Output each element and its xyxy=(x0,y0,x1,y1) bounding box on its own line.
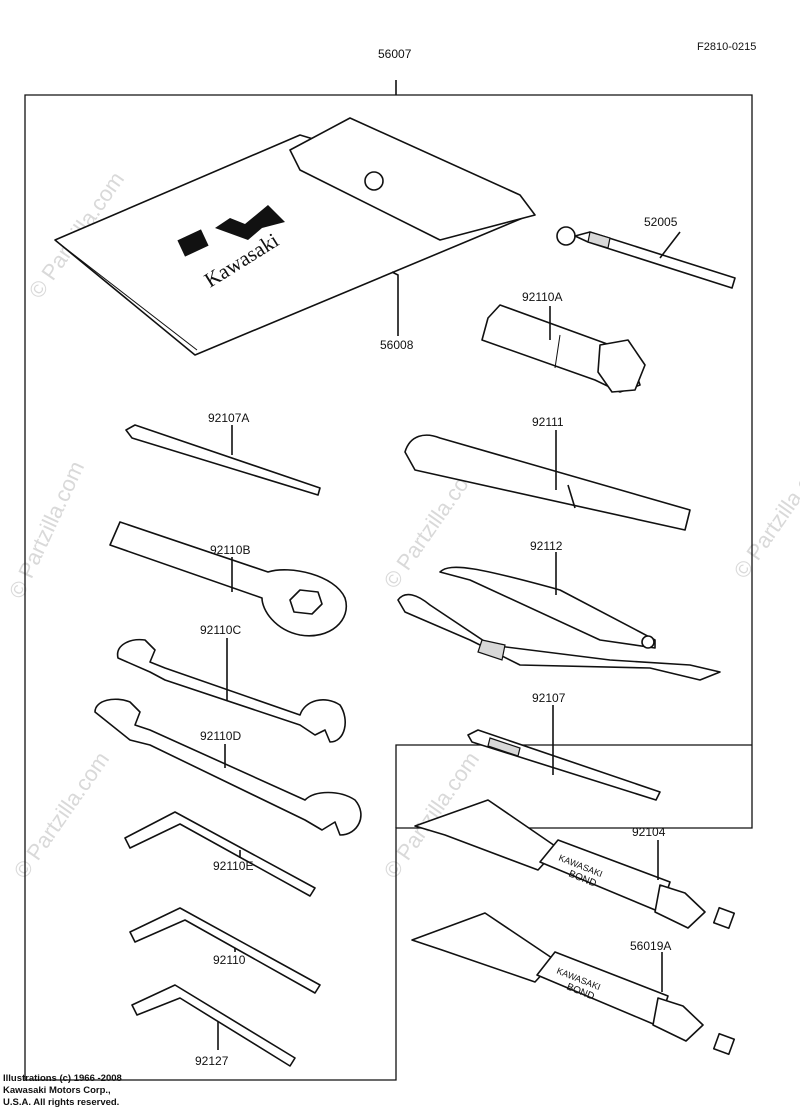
hex-key-small xyxy=(131,984,296,1067)
copyright-line-3: U.S.A. All rights reserved. xyxy=(3,1097,120,1108)
part-label-92110e: 92110E xyxy=(213,859,253,873)
part-label-92104: 92104 xyxy=(632,825,666,839)
watermark-right: © Partzilla.com xyxy=(729,447,800,583)
part-label-56008: 56008 xyxy=(380,338,414,352)
part-label-92127: 92127 xyxy=(195,1054,229,1068)
part-label-92107a: 92107A xyxy=(208,411,249,425)
part-labels: 56007 56008 52005 92110A 92107A 92111 92… xyxy=(195,47,678,1068)
part-label-92110a: 92110A xyxy=(522,290,562,304)
part-label-52005: 52005 xyxy=(644,215,678,229)
part-label-56019a: 56019A xyxy=(630,939,671,953)
copyright-notice: Illustrations (c) 1966 -2008 Kawasaki Mo… xyxy=(3,1073,122,1109)
copyright-line-1: Illustrations (c) 1966 -2008 xyxy=(3,1073,122,1084)
spark-plug-wrench xyxy=(481,304,646,393)
watermark-main: © Partzilla.com xyxy=(4,457,89,602)
box-wrench xyxy=(109,521,348,637)
part-label-92110: 92110 xyxy=(213,953,246,967)
part-label-92110c: 92110C xyxy=(200,623,241,637)
part-label-92111: 92111 xyxy=(532,415,564,429)
part-label-92112: 92112 xyxy=(530,539,563,553)
part-label-92110d: 92110D xyxy=(200,729,241,743)
screwdriver-blade xyxy=(467,729,661,801)
tool-pouch: Kawasaki xyxy=(54,117,536,356)
open-end-wrench-c xyxy=(116,638,346,743)
part-label-56007: 56007 xyxy=(378,47,412,61)
tool-handle xyxy=(404,434,691,531)
hex-key xyxy=(129,907,321,994)
screwdriver-blade-a xyxy=(125,424,321,496)
kit-boundary xyxy=(24,80,753,1081)
open-end-wrench-d xyxy=(94,698,362,836)
figure-code: F2810-0215 xyxy=(697,41,756,53)
part-label-92107: 92107 xyxy=(532,691,566,705)
bond-tube-92104: KAWASAKI BOND xyxy=(414,799,736,930)
copyright-line-2: Kawasaki Motors Corp., xyxy=(3,1085,111,1096)
screwdriver-handle xyxy=(556,226,736,289)
part-label-92110b: 92110B xyxy=(210,543,250,557)
hex-key-e xyxy=(124,811,316,897)
pliers xyxy=(397,566,721,681)
leader-lines xyxy=(217,231,681,1050)
bond-tube-56019a: KAWASAKI BOND xyxy=(411,912,736,1056)
